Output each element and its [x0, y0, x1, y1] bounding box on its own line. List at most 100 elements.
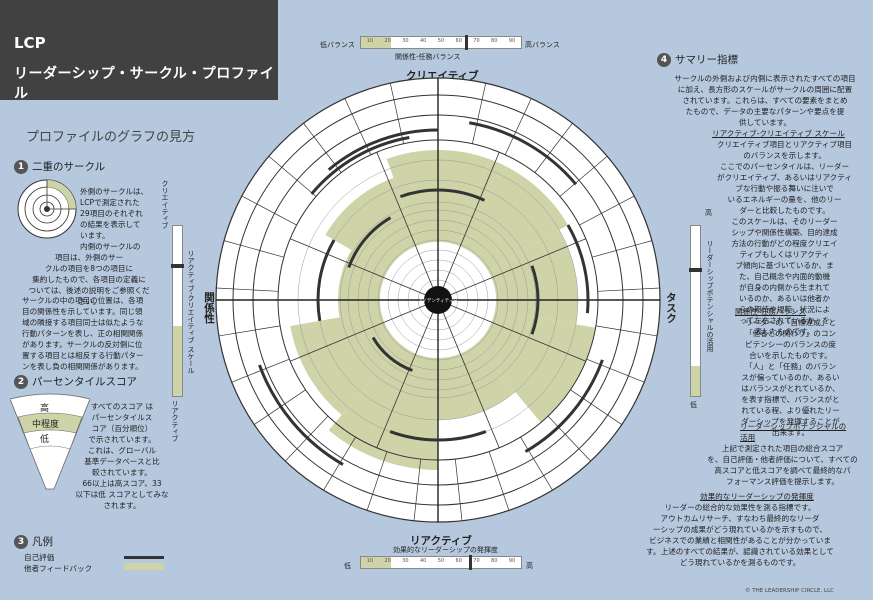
s2-line: されます。: [103, 501, 141, 510]
outer-spoke: [592, 240, 653, 258]
legend-self-line: [124, 556, 164, 559]
outer-spoke: [559, 156, 608, 197]
tier-low: 低: [40, 435, 50, 445]
s4p2-line: ここでのパーセンタイルは、リーダー: [719, 162, 850, 171]
s1p1-line: の結果を表示して: [80, 220, 141, 229]
inner-spoke: [442, 152, 500, 288]
s1p1-line: LCPで測定された: [80, 198, 140, 207]
tick: 40: [419, 558, 427, 564]
s4p2-line: シップや関係性構築、目的達成: [731, 228, 838, 237]
tick: 80: [491, 558, 498, 564]
s2-line: これは、グローバル: [87, 446, 157, 455]
outer-spoke: [579, 195, 635, 226]
section4-number: 4: [657, 53, 671, 67]
section3-number: 3: [14, 535, 28, 549]
s1p1-line: クルの項目を8つの項目に: [44, 264, 134, 273]
s4p4-line: 高スコアと低スコアを調べて最終的なパ: [714, 466, 851, 475]
left-scale-top-label: クリエイティブ: [161, 180, 169, 229]
percentile-wedge: [10, 393, 90, 490]
s1p2-line: 行動パターンを表し、正の相関関係: [22, 329, 144, 338]
s1p1-line: います。: [80, 231, 110, 240]
title-box: LCP リーダーシップ・サークル・プロファイル: [0, 0, 278, 102]
s4p1-line: サークルの外側および内側に表示されたすべての項目: [674, 74, 856, 83]
s4p2-line: 表したものです。: [754, 327, 815, 336]
s4p4-line: 上記で測定された項目の総合スコア: [721, 444, 844, 453]
tick: 60: [455, 38, 462, 44]
s4p3-line: ダーシップを発揮することが: [741, 417, 840, 426]
s4p5-line: ビジネスでの業績と相関性があることが分かっていま: [649, 536, 831, 545]
s1p2-line: 目の関係性を示しています。同じ領: [22, 307, 143, 316]
tier-high: 高: [40, 404, 50, 414]
s4p3-line: 出来ます。: [771, 428, 810, 437]
self-score-arc: [468, 121, 578, 186]
outer-spoke: [241, 195, 297, 226]
self-score-arc: [530, 265, 540, 335]
s4p5-line: どう現れているかを測るものです。: [679, 558, 801, 567]
center-label: アイデンティティー: [418, 297, 458, 304]
left-vertical-scale: [171, 225, 184, 397]
inner-spoke: [450, 238, 586, 296]
abbr-title: LCP: [14, 34, 46, 52]
section1-title: 二重のサークル: [32, 161, 106, 173]
outer-spoke: [216, 287, 279, 292]
s4p3-line: を表す指標で、バランスがと: [741, 395, 840, 404]
tick: 10: [366, 38, 374, 44]
tick: 60: [455, 558, 462, 564]
tick: 80: [491, 38, 498, 44]
tick: 70: [473, 38, 480, 44]
identity-center: [424, 286, 452, 314]
creative-scale-text: クリエイティブ項目とリアクティブ項目 のバランスを示します。 ここでのパーセンタ…: [712, 139, 857, 337]
balance-text: リーダーの「目標達成」と 「他者との関わり」のコン ピテンシーのバランスの度 合…: [728, 317, 853, 438]
feedback-fill-segment: [290, 310, 401, 415]
outer-spoke: [366, 451, 388, 511]
section1-number: 1: [14, 160, 28, 174]
s4p1-line: に加え、長方形のスケールがサークルの周囲に配置: [677, 85, 853, 94]
creative-scale-heading: リアクティブ-クリエイティブ スケール: [712, 129, 845, 138]
outer-spoke: [595, 325, 658, 337]
s4p2-line: た、自己概念や内面的動機: [738, 272, 831, 281]
outer-spoke: [547, 415, 591, 462]
balance-heading: 関係性-任務バランス: [735, 307, 806, 316]
outer-spoke: [534, 123, 573, 173]
right-scale-top-label: 高: [705, 209, 712, 217]
inner-spoke: [376, 312, 434, 448]
left-scale-caption: リアクティブ-クリエイティブ スケール: [187, 250, 195, 374]
s4p3-line: ピテンシーのバランスの度: [745, 340, 836, 349]
outer-spoke: [586, 358, 645, 383]
s4p1-line: たもので、データの主要なパターンや要点を提: [685, 107, 845, 116]
inner-spoke: [450, 304, 586, 362]
s2-line: 以下は低 スコアとしてみな: [75, 490, 169, 499]
s1p1-line: さい。: [77, 297, 101, 306]
right-scale-marker: [689, 268, 702, 272]
s4p5-line: アウトカムリサーチ、すなわち最終的なリーダ: [660, 514, 820, 523]
relationship-label: 関係性: [203, 292, 215, 324]
top-scale-left: 低バランス: [320, 41, 355, 49]
top-scale-right: 高バランス: [525, 41, 560, 49]
s4p4-line: を、自己評価・他者評価について、すべての: [707, 455, 858, 464]
section2-number: 2: [14, 375, 28, 389]
potential-text: 上記で測定された項目の総合スコア を、自己評価・他者評価について、すべての 高ス…: [700, 443, 865, 487]
outer-spoke: [223, 240, 284, 258]
feedback-fill-segment: [457, 159, 568, 271]
s2-line: 較されています。: [92, 468, 152, 477]
s4p1-line: 供しています。: [738, 118, 792, 127]
legend-others: 他者フィードバック: [24, 564, 93, 573]
left-scale-bottom-label: リアクティブ: [171, 400, 179, 442]
self-score-arc: [310, 136, 410, 195]
s4p2-line: ダーと比較したものです。: [739, 206, 830, 215]
s4p2-line: ブな行動や振る舞いに注いで: [735, 184, 834, 193]
tick: 90: [508, 558, 516, 564]
outer-spoke: [472, 83, 487, 144]
s1p2-line: 域の隣接する項目同士は似たような: [22, 318, 144, 327]
tier-mid: 中程度: [32, 420, 60, 430]
s2-line: 66以上は高スコア、33: [82, 479, 162, 488]
outer-spoke: [597, 287, 660, 292]
tick: 40: [419, 38, 427, 44]
effectiveness-heading: 効果的なリーダーシップの発揮度: [700, 492, 814, 501]
s4p2-line: このスケールは、そのリーダー: [731, 217, 838, 226]
s1p1-line: 内側のサークルの: [80, 242, 141, 251]
inner-spoke: [290, 238, 426, 296]
